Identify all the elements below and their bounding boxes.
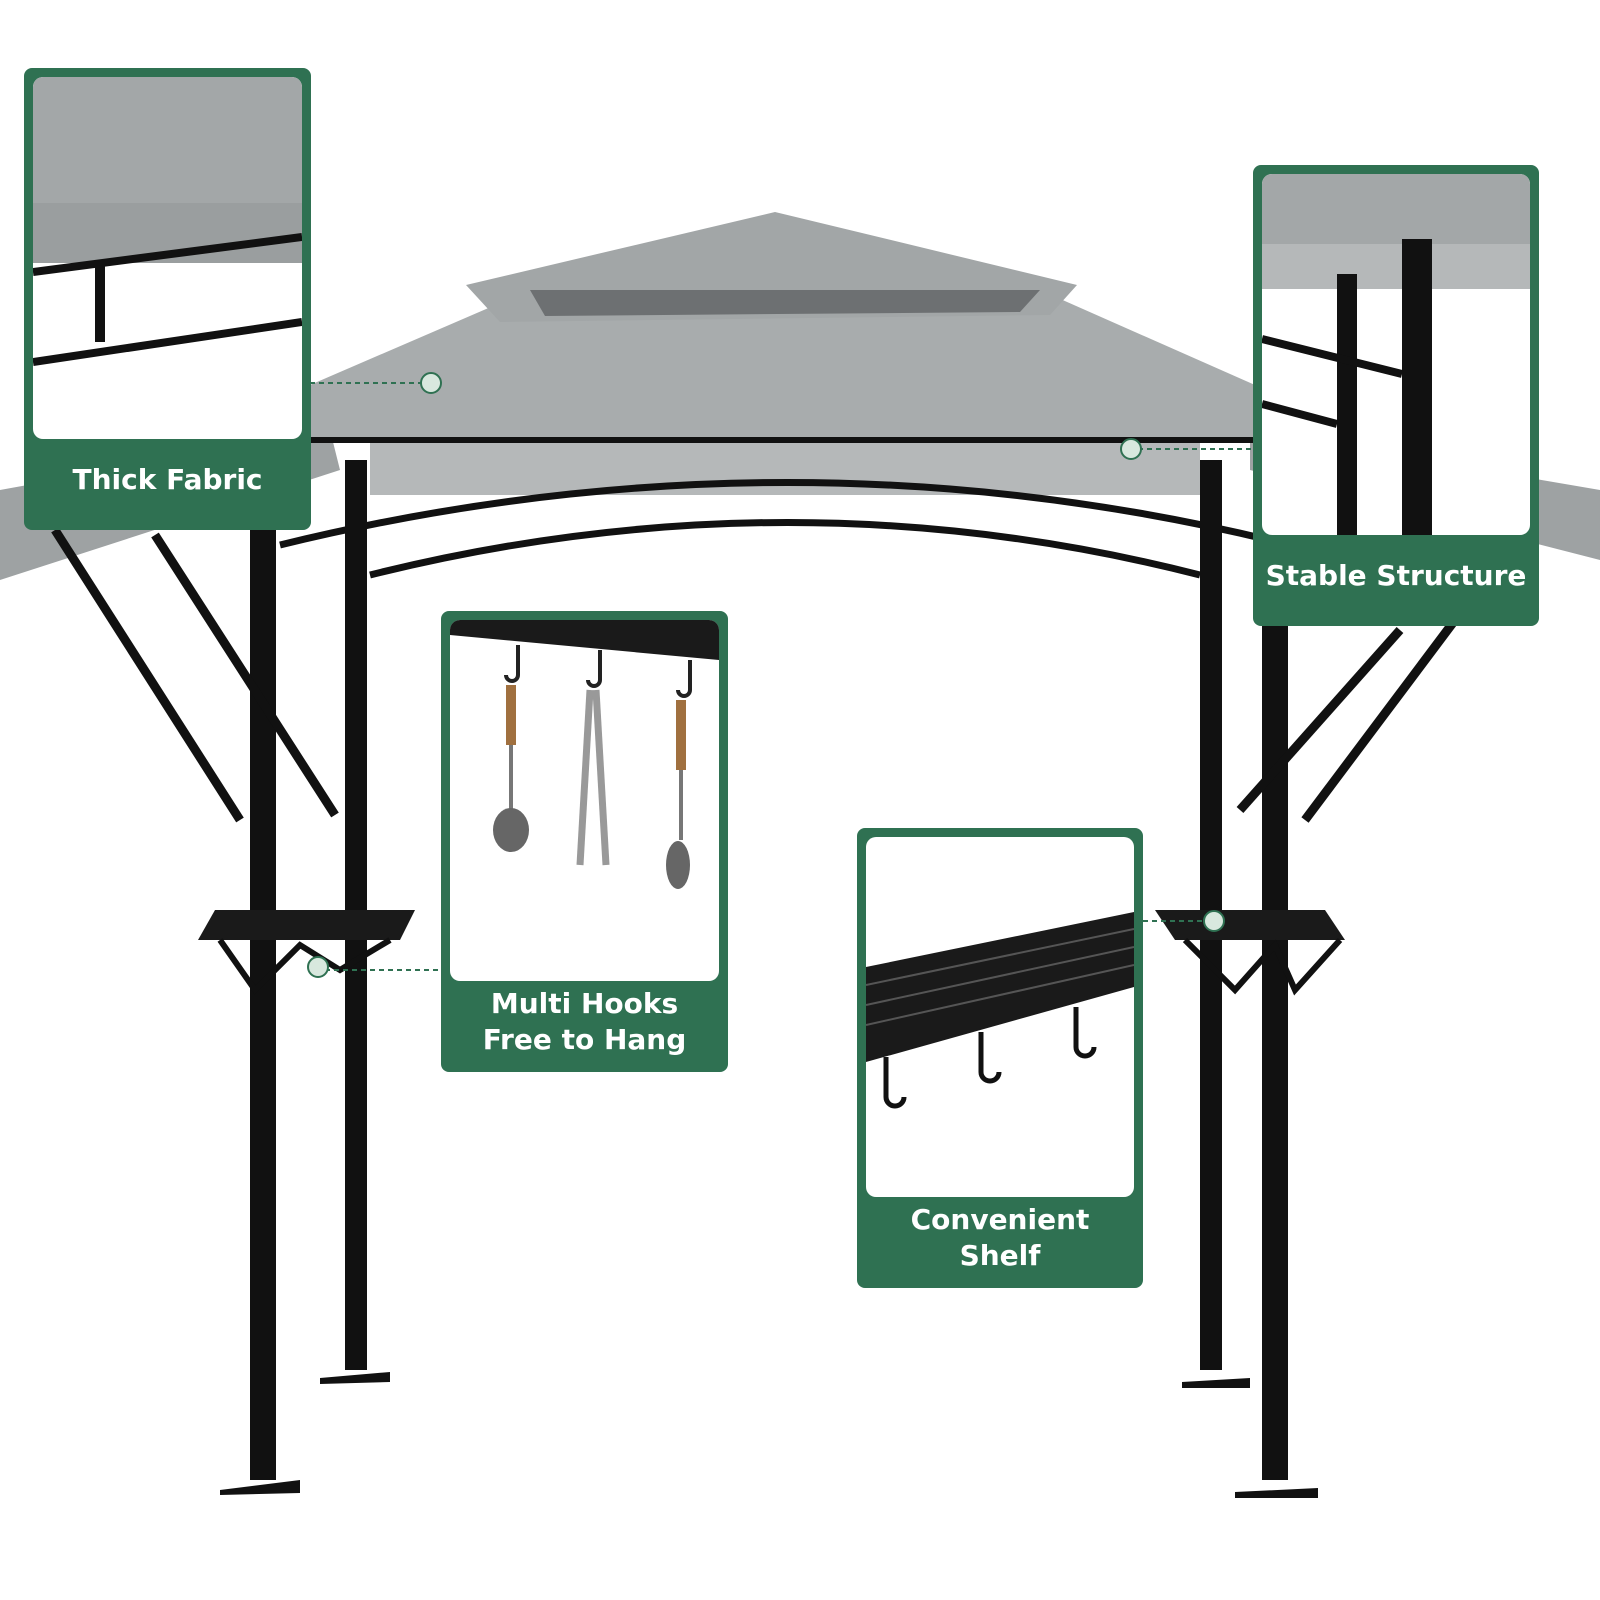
structure-closeup <box>1262 174 1530 535</box>
left-shelf <box>198 910 415 940</box>
callout-label: Stable Structure <box>1265 559 1527 592</box>
hotspot-dot <box>307 956 329 978</box>
right-shelf <box>1155 910 1345 940</box>
canopy-valance <box>370 440 1200 495</box>
callout-label: Multi Hooks Free to Hang <box>450 981 719 1063</box>
hooks-closeup <box>450 620 719 981</box>
callout-label: Convenient Shelf <box>910 1203 1090 1272</box>
hotspot-dot <box>420 372 442 394</box>
lower-canopy <box>310 290 1255 440</box>
callout-label: Thick Fabric <box>72 463 263 496</box>
callout-stable-structure: Stable Structure <box>1253 165 1539 626</box>
callout-thick-fabric: Thick Fabric <box>24 68 311 530</box>
fabric-closeup <box>33 77 302 439</box>
callout-convenient-shelf: Convenient Shelf <box>857 828 1143 1288</box>
callout-label-line2: Free to Hang <box>482 1023 687 1056</box>
hotspot-dot <box>1203 910 1225 932</box>
post <box>250 520 276 1480</box>
callout-label-line1: Multi Hooks <box>490 987 679 1020</box>
hotspot-dot <box>1120 438 1142 460</box>
callout-multi-hooks: Multi Hooks Free to Hang <box>441 611 728 1072</box>
shelf-closeup <box>866 837 1134 1197</box>
post <box>1262 600 1288 1480</box>
